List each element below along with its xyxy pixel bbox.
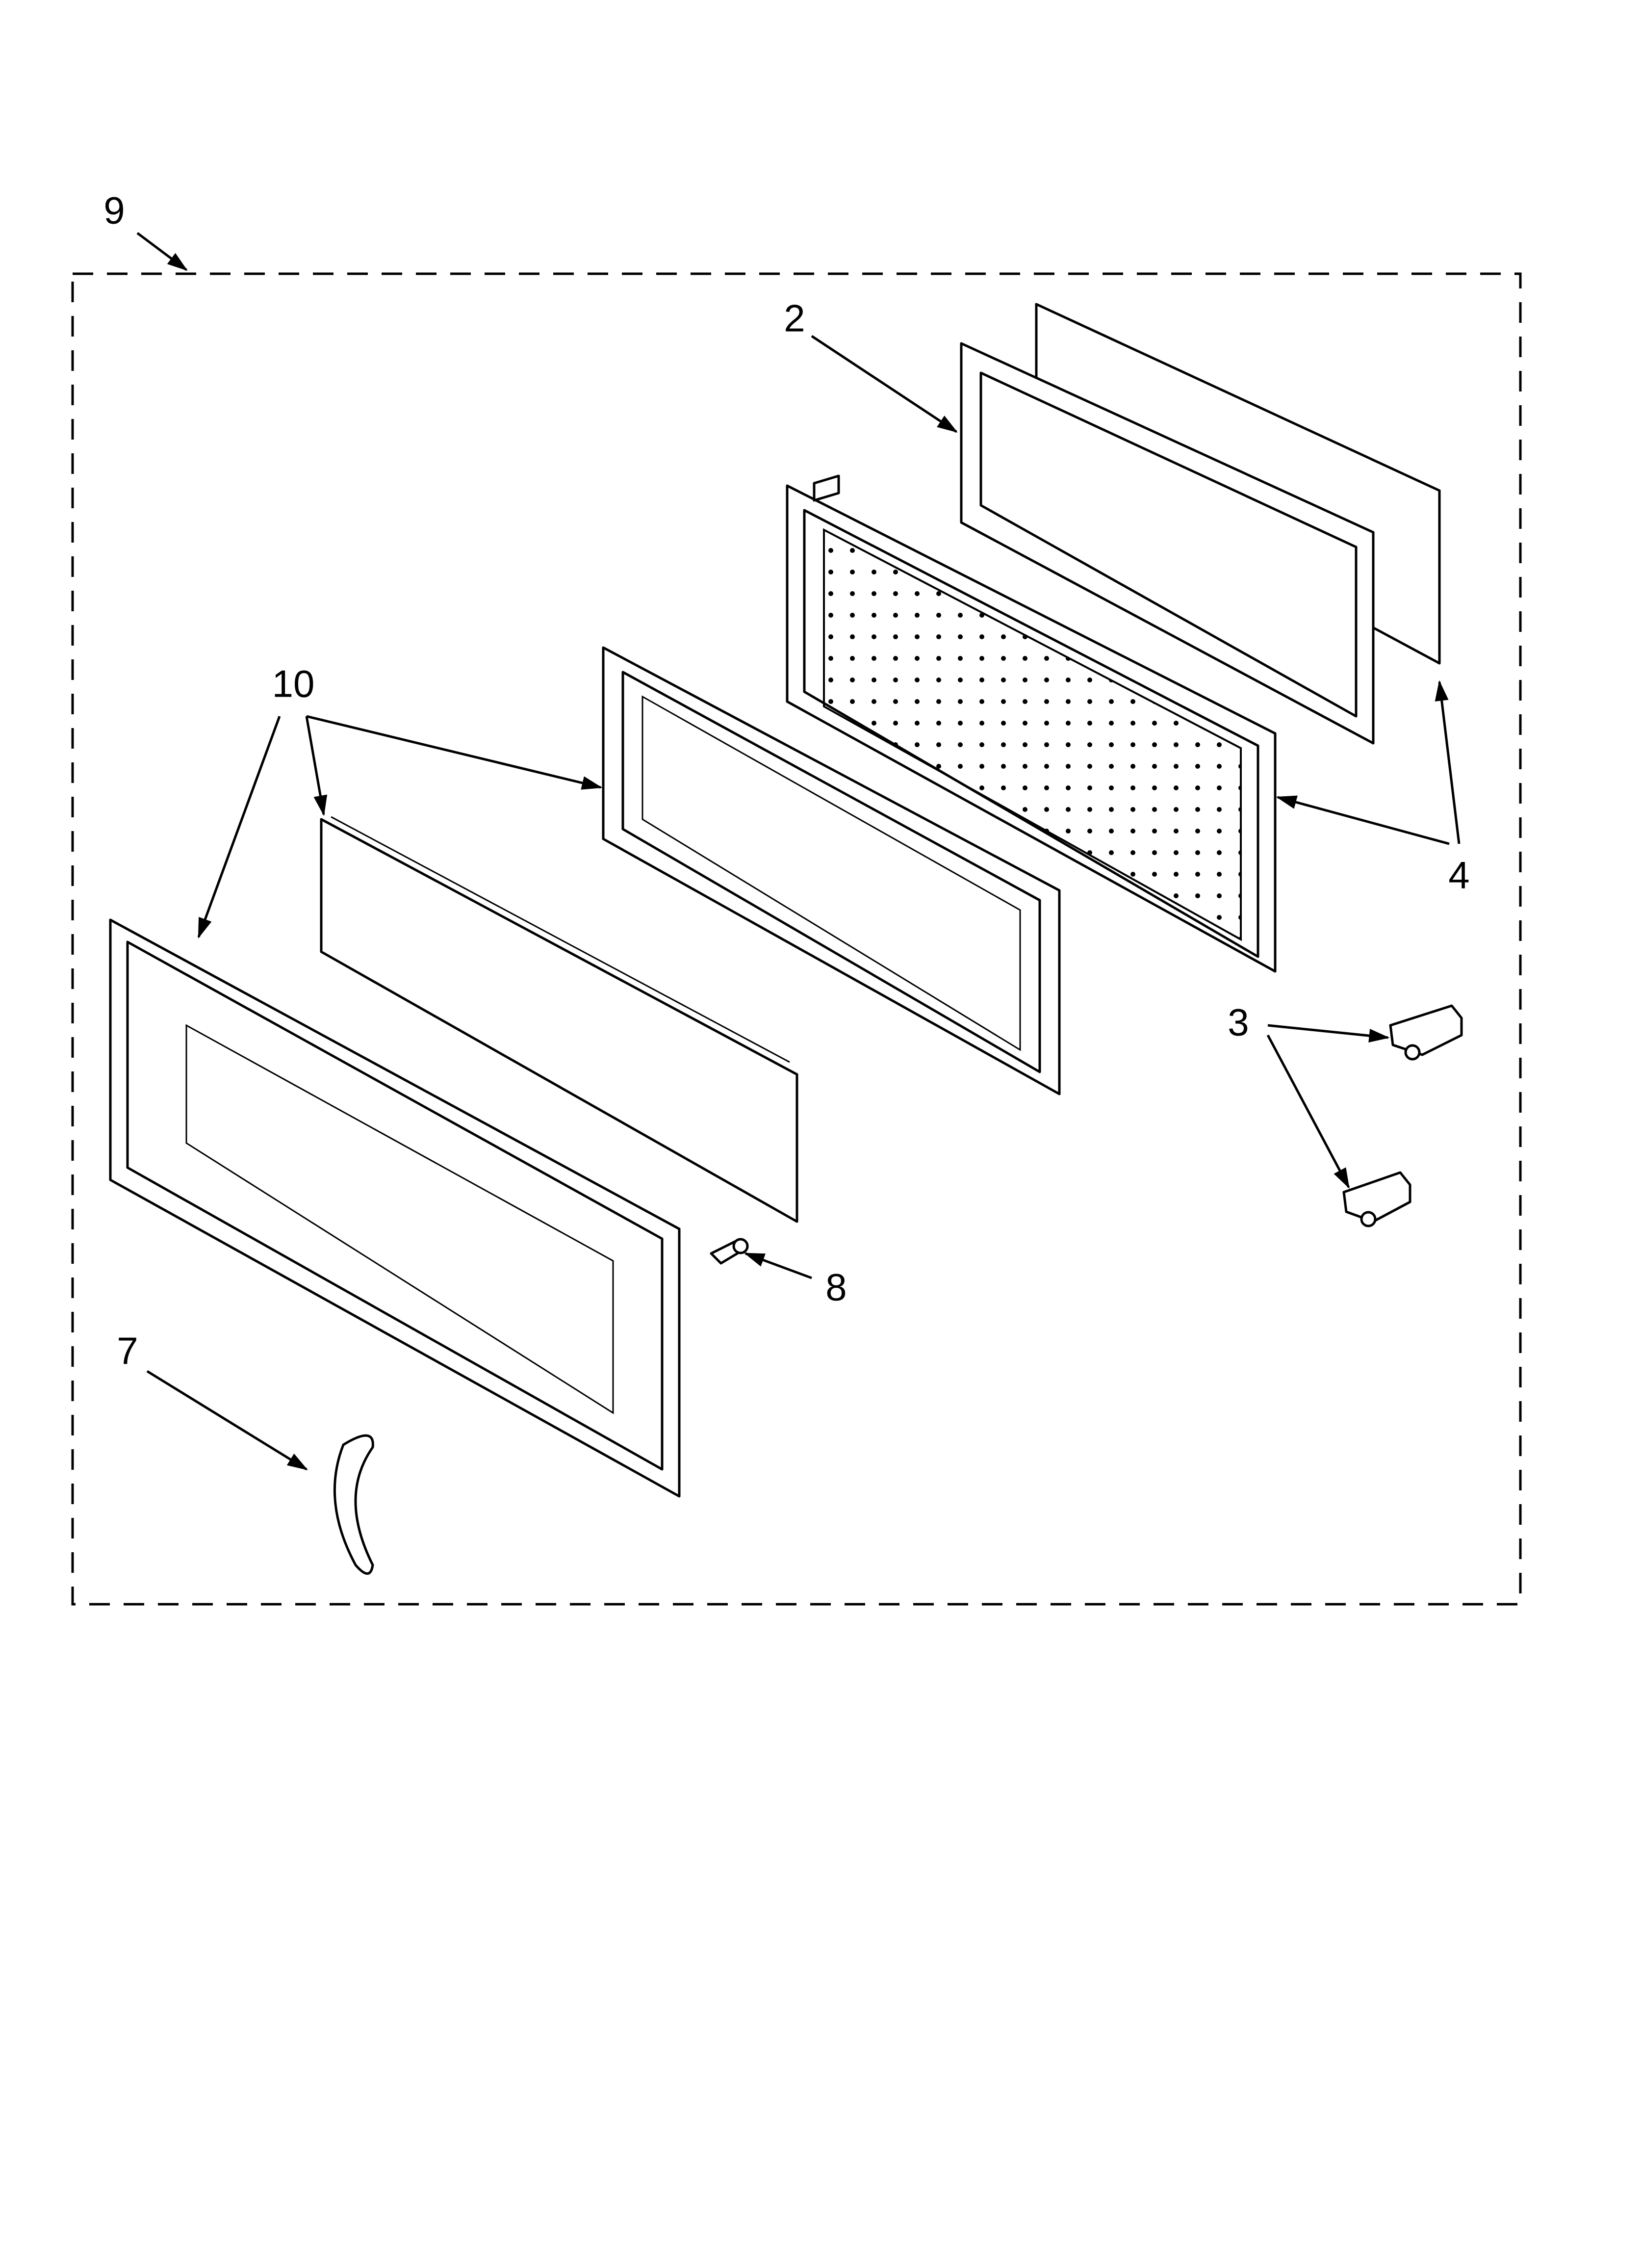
leader-10-a [306,715,603,790]
front-door-frame-part [109,918,681,1498]
callout-7: 7 [117,1330,138,1373]
leader-4-a [1276,795,1450,845]
leader-9 [136,232,188,271]
leader-10-c [197,716,281,939]
leader-8 [744,1252,812,1279]
callout-8: 8 [825,1266,847,1309]
screw-part [710,1238,749,1265]
leader-2 [811,335,958,433]
door-latch-lower-part [1342,1171,1411,1227]
callout-4: 4 [1448,854,1469,897]
callout-2: 2 [784,297,805,340]
leader-10-b [305,716,328,816]
door-latch-upper-part [1389,1004,1463,1061]
door-handle-part [333,1434,374,1575]
window-glass-part [320,816,798,1223]
door-frame-middle-part [602,646,1061,1095]
leader-3-b [1266,1034,1350,1189]
leader-7 [146,1370,308,1471]
inner-door-panel-part [786,474,1277,973]
leader-4-b [1435,680,1461,844]
callout-10: 10 [272,662,315,705]
callout-9: 9 [103,189,125,232]
callout-3: 3 [1228,1001,1249,1044]
assembly-boundary [71,272,1522,1606]
leader-3-a [1267,1024,1390,1043]
choke-frame-part [960,342,1375,745]
